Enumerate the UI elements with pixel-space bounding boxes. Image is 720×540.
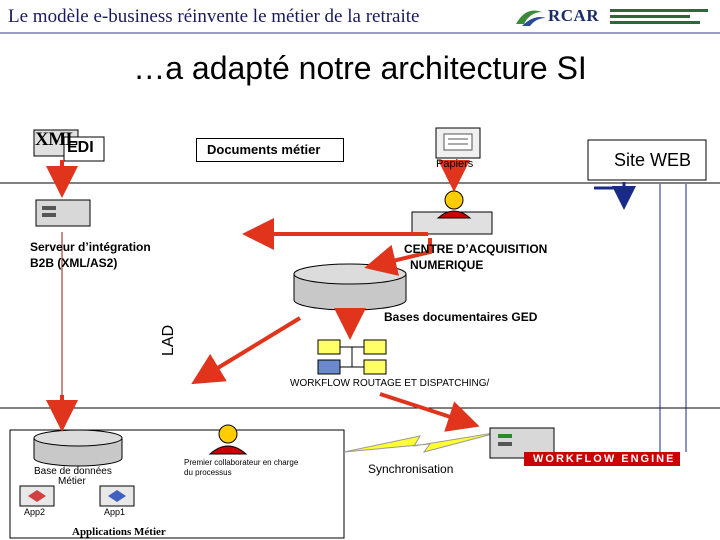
synchronisation-lightning-icon xyxy=(343,431,501,453)
documents-metier-box: Documents métier xyxy=(196,138,344,162)
rcar-logo xyxy=(516,9,708,26)
collaborator-label-line1: Premier collaborateur en charge xyxy=(184,458,299,467)
edi-label: EDI xyxy=(67,139,94,156)
applications-metier-label: Applications Métier xyxy=(72,526,166,538)
blue-arrows xyxy=(594,182,636,210)
documents-metier-label: Documents métier xyxy=(207,142,321,157)
app1-icon xyxy=(99,485,135,507)
business-database-icon xyxy=(33,429,123,467)
arrow-lad xyxy=(191,316,302,385)
red-arrows xyxy=(46,160,480,432)
base-label-line1: Base de données xyxy=(34,466,112,477)
workflow-engine-label: WORKFLOW ENGINE xyxy=(533,453,676,465)
xml-label: XML xyxy=(35,129,78,150)
slide-title: …a adapté notre architecture SI xyxy=(133,50,587,86)
arrow-workflow-to-engine xyxy=(379,392,480,432)
app2-icon xyxy=(19,485,55,507)
centre-label-line2: NUMERIQUE xyxy=(410,258,484,272)
xml-edi-icon xyxy=(33,129,105,162)
synchronisation-label: Synchronisation xyxy=(368,462,454,476)
centre-label-line1: CENTRE D’ACQUISITION xyxy=(404,242,548,256)
ged-database-icon xyxy=(293,263,407,311)
site-web-label: Site WEB xyxy=(614,150,692,170)
serveur-label-line1: Serveur d’intégration xyxy=(30,240,151,254)
base-label-line2: Métier xyxy=(58,476,86,487)
papiers-icon xyxy=(435,127,481,159)
papiers-label: Papiers xyxy=(436,158,474,170)
lad-label: LAD xyxy=(160,324,177,356)
collaborator-icon xyxy=(208,424,248,455)
server-icon xyxy=(35,199,91,227)
operator-icon xyxy=(411,190,493,235)
site-web-box xyxy=(587,139,707,181)
workflow-routing-icon xyxy=(317,339,387,375)
header-title: Le modèle e-business réinvente le métier… xyxy=(8,6,420,27)
workflow-label: WORKFLOW ROUTAGE ET DISPATCHING/ xyxy=(290,378,490,389)
site-web-connector xyxy=(659,184,687,452)
workflow-engine-box: WORKFLOW ENGINE xyxy=(524,452,680,466)
rcar-name: RCAR xyxy=(548,6,600,25)
ged-label: Bases documentaires GED xyxy=(384,310,538,324)
business-zone-box xyxy=(9,429,345,539)
serveur-label-line2: B2B (XML/AS2) xyxy=(30,256,118,270)
collaborator-label-line2: du processus xyxy=(184,468,232,477)
app2-label: App2 xyxy=(24,507,46,517)
app1-label: App1 xyxy=(104,507,126,517)
arrow-centre-to-ged xyxy=(364,238,432,276)
